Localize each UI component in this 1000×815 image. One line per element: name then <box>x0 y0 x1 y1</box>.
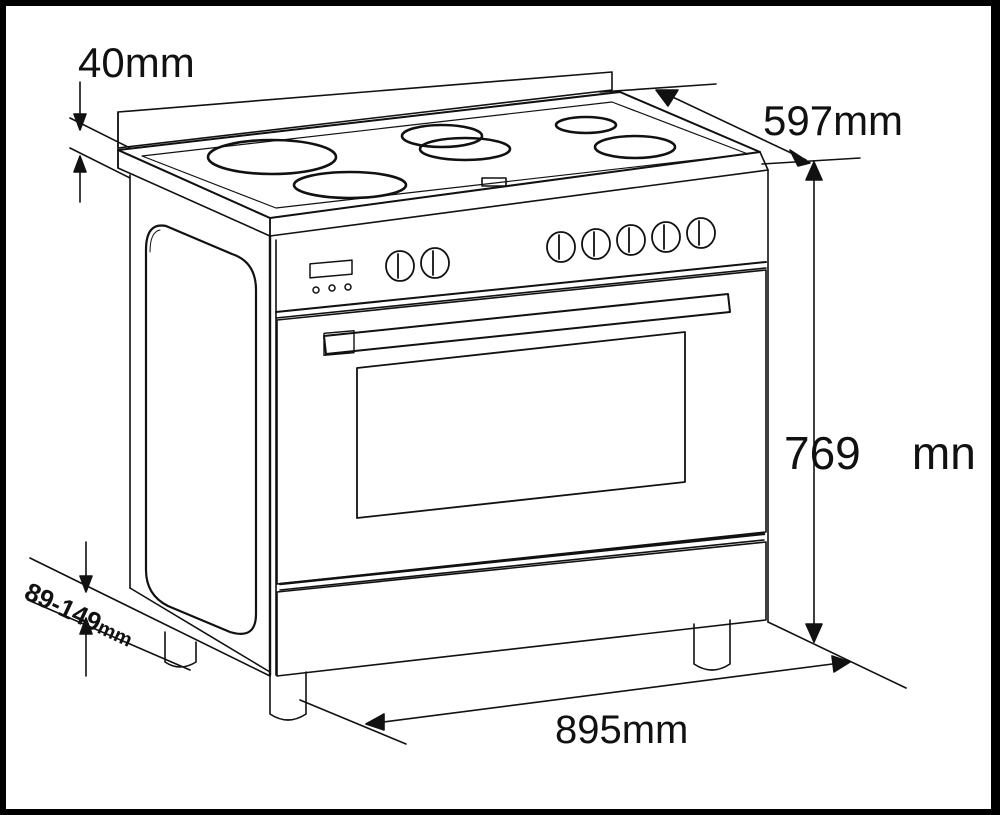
side-panel <box>129 174 271 673</box>
hob-zone-oval-front <box>418 136 512 162</box>
hob-zone-large-rear <box>206 138 338 176</box>
hob-zones <box>206 115 677 200</box>
hob-zone-front-left <box>292 170 408 200</box>
display-button-2 <box>328 284 336 292</box>
upstand-height-label: 40mm <box>78 39 195 86</box>
upstand <box>117 71 613 151</box>
dimension-lines <box>27 81 907 745</box>
hob-indicator <box>481 177 507 187</box>
height-label: 769 mn <box>784 427 976 479</box>
display-window <box>309 259 353 279</box>
hob-top <box>117 91 769 237</box>
knob-1 <box>385 250 415 282</box>
knob-5 <box>616 224 646 256</box>
knob-7 <box>686 217 716 249</box>
oven-window <box>356 331 686 519</box>
display-button-3 <box>344 283 352 291</box>
cooker-drawing <box>27 71 907 745</box>
hob-zone-oval-rear <box>400 123 484 149</box>
knob-2 <box>420 247 450 279</box>
leg-rear-left <box>164 631 197 668</box>
display-button-1 <box>312 286 320 294</box>
knob-4 <box>581 228 611 260</box>
hob-zone-small-right <box>554 115 618 135</box>
knob-3 <box>546 231 576 263</box>
leg-front-left <box>269 671 307 721</box>
control-panel <box>275 217 767 319</box>
knob-6 <box>651 221 681 253</box>
storage-drawer <box>276 541 767 677</box>
leg-front-right <box>693 619 731 671</box>
depth-label: 597mm <box>763 97 904 144</box>
hob-zone-right-front <box>593 134 677 160</box>
control-knobs <box>385 217 716 282</box>
diagram-frame: 40mm 597mm 769 mn 895mm 89-149mm <box>6 6 991 809</box>
oven-handle <box>323 293 731 357</box>
width-label: 895mm <box>555 708 689 752</box>
legs <box>164 619 731 721</box>
oven-door <box>276 269 767 591</box>
